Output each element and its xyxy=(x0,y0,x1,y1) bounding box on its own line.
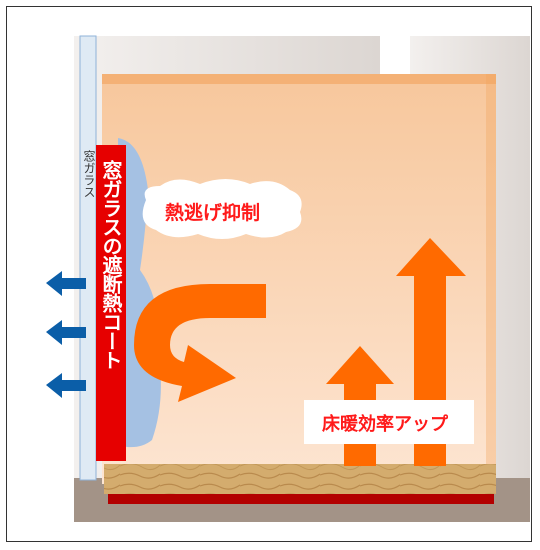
coating-label: 窓ガラスの遮断熱コート xyxy=(99,160,123,369)
window-glass xyxy=(79,35,97,481)
heat-escape-arrows xyxy=(46,271,86,398)
floor-heating-label: 床暖効率アップ xyxy=(322,414,448,435)
floor-label-box xyxy=(304,400,474,444)
heat-escape-cloud xyxy=(142,179,302,239)
right-wall-shade xyxy=(486,74,496,484)
heat-out-arrow xyxy=(46,320,86,345)
floor-heater xyxy=(108,494,494,504)
up-arrow-large xyxy=(396,238,466,466)
reflect-arrow xyxy=(134,284,266,402)
wall-gap xyxy=(380,36,410,76)
coating-bar xyxy=(96,145,126,461)
window-glass-label: 窓ガラス xyxy=(82,150,96,198)
wood-floor xyxy=(104,464,496,494)
ceiling-shade xyxy=(102,74,496,84)
heat-escape-label: 熱逃げ抑制 xyxy=(165,202,261,224)
heat-out-arrow xyxy=(46,373,86,398)
heat-out-arrow xyxy=(46,271,86,296)
